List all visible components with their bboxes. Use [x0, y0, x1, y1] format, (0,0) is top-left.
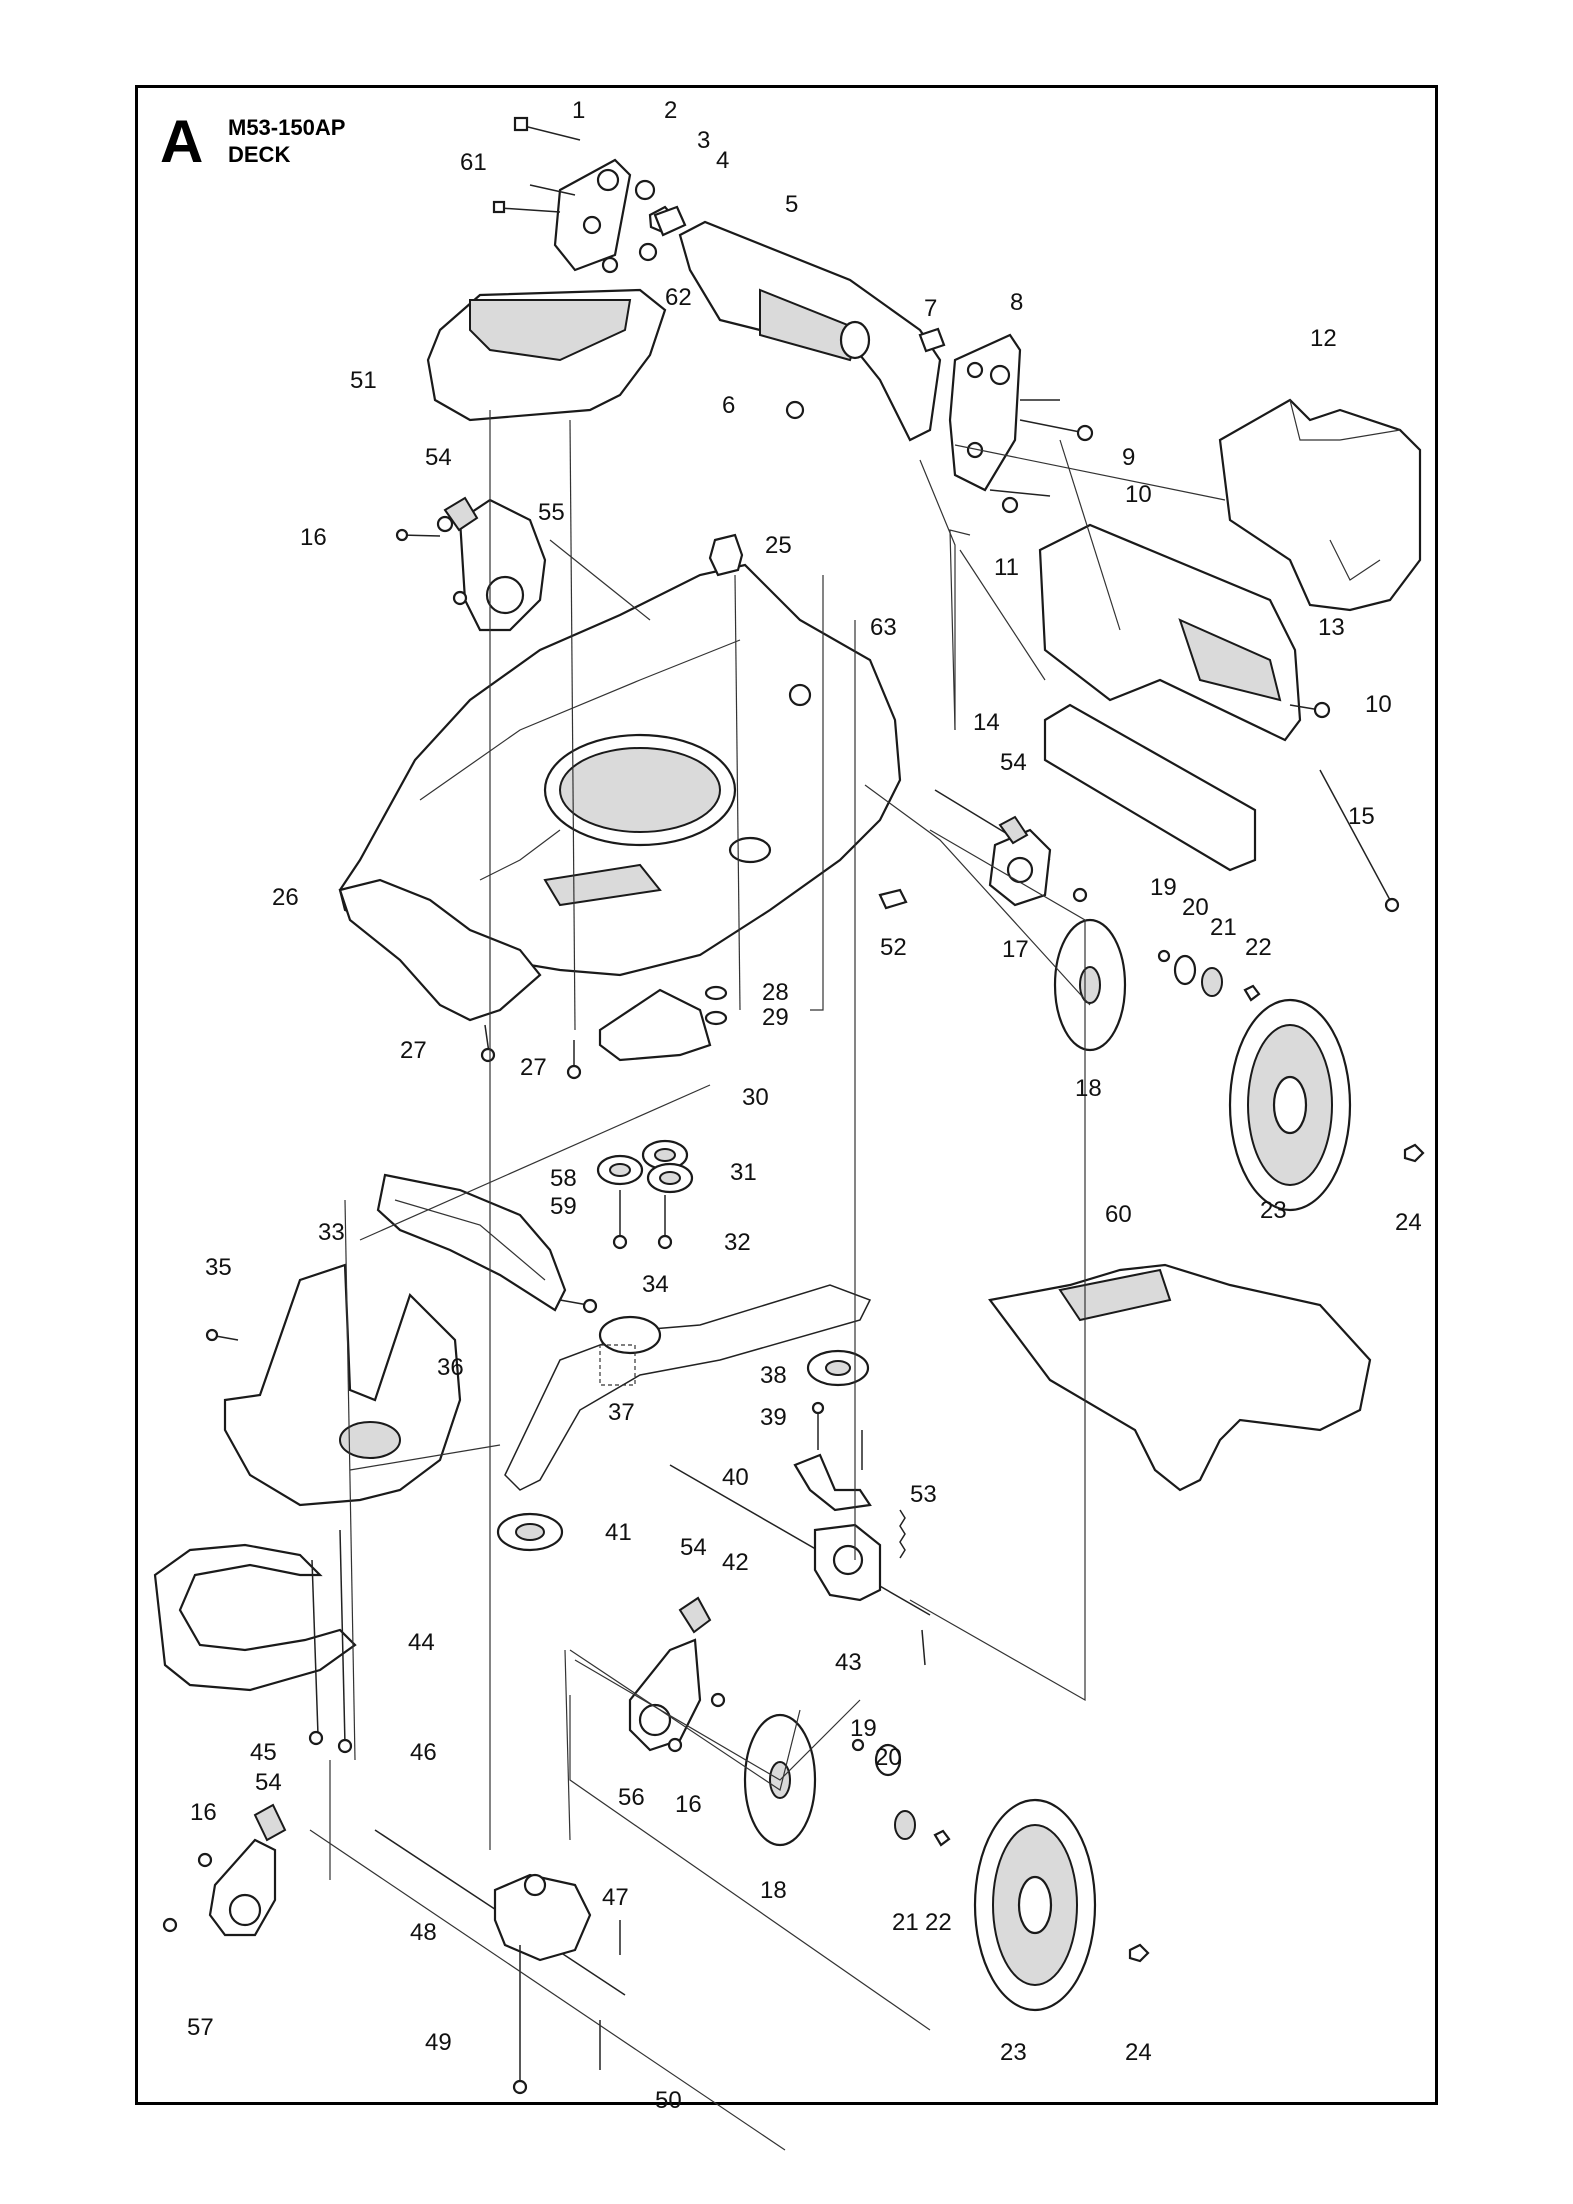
- callout-10: 10: [1125, 481, 1152, 508]
- callout-20: 20: [1182, 894, 1209, 921]
- group-title: DECK: [228, 142, 290, 167]
- callout-5: 5: [785, 191, 798, 218]
- callout-21: 21: [1210, 914, 1237, 941]
- callout-54: 54: [425, 444, 452, 471]
- callout-17: 17: [1002, 936, 1029, 963]
- callout-23: 23: [1260, 1197, 1287, 1224]
- handle-bracket-left: [553, 158, 632, 272]
- callout-31: 31: [730, 1159, 757, 1186]
- parts-art: [153, 116, 1425, 2151]
- callout-43: 43: [835, 1649, 862, 1676]
- belt-guide-bracket: [793, 1453, 872, 1512]
- callout-30: 30: [742, 1084, 769, 1111]
- callout-7: 7: [924, 295, 937, 322]
- callout-37: 37: [608, 1399, 635, 1426]
- callout-13: 13: [1318, 614, 1345, 641]
- callout-56: 56: [618, 1784, 645, 1811]
- callout-47: 47: [602, 1884, 629, 1911]
- callout-27: 27: [520, 1054, 547, 1081]
- callout-33: 33: [318, 1219, 345, 1246]
- model-title: M53-150AP: [228, 115, 345, 140]
- callout-18: 18: [760, 1877, 787, 1904]
- callout-16: 16: [300, 524, 327, 551]
- callout-32: 32: [724, 1229, 751, 1256]
- callout-26: 26: [272, 884, 299, 911]
- callout-22: 22: [1245, 934, 1272, 961]
- callout-52: 52: [880, 934, 907, 961]
- callout-8: 8: [1010, 289, 1023, 316]
- callout-2: 2: [664, 97, 677, 124]
- callout-11: 11: [994, 554, 1019, 581]
- callout-41: 41: [605, 1519, 632, 1546]
- callout-10: 10: [1365, 691, 1392, 718]
- callout-20: 20: [875, 1744, 902, 1771]
- callout-15: 15: [1348, 803, 1375, 830]
- callout-60: 60: [1105, 1201, 1132, 1228]
- callout-19: 19: [1150, 874, 1177, 901]
- callout-12: 12: [1310, 325, 1337, 352]
- clip: [878, 888, 908, 910]
- gearbox-front: [493, 1873, 592, 1962]
- page-border: [135, 85, 1438, 2105]
- callout-38: 38: [760, 1362, 787, 1389]
- callout-22: 22: [925, 1909, 952, 1936]
- callout-36: 36: [437, 1354, 464, 1381]
- callout-29: 29: [762, 1004, 789, 1031]
- callout-57: 57: [187, 2014, 214, 2041]
- knob: [708, 533, 744, 577]
- discharge-chute: [223, 1263, 462, 1507]
- callout-23: 23: [1000, 2039, 1027, 2066]
- callout-25: 25: [765, 532, 792, 559]
- callout-19: 19: [850, 1715, 877, 1742]
- handle-bracket-right: [948, 333, 1022, 492]
- callout-9: 9: [1122, 444, 1135, 471]
- callout-58: 58: [550, 1165, 577, 1192]
- pulley-bracket: [598, 988, 712, 1062]
- callout-49: 49: [425, 2029, 452, 2056]
- callout-16: 16: [675, 1791, 702, 1818]
- front-skirt: [376, 1173, 567, 1312]
- callout-3: 3: [697, 127, 710, 154]
- callout-53: 53: [910, 1481, 937, 1508]
- callout-46: 46: [410, 1739, 437, 1766]
- callout-34: 34: [642, 1271, 669, 1298]
- callout-54: 54: [1000, 749, 1027, 776]
- callout-44: 44: [408, 1629, 435, 1656]
- height-adjuster-right: [628, 1638, 702, 1752]
- callout-54: 54: [680, 1534, 707, 1561]
- grass-bag: [1218, 398, 1422, 612]
- callout-28: 28: [762, 979, 789, 1006]
- callout-18: 18: [1075, 1075, 1102, 1102]
- callout-14: 14: [973, 709, 1000, 736]
- callout-6: 6: [722, 392, 735, 419]
- rear-flap: [1043, 703, 1257, 872]
- callout-51: 51: [350, 367, 377, 394]
- deflector: [153, 1543, 357, 1692]
- callout-1: 1: [572, 97, 585, 124]
- callout-24: 24: [1125, 2039, 1152, 2066]
- callout-42: 42: [722, 1549, 749, 1576]
- callout-54: 54: [255, 1769, 282, 1796]
- callout-48: 48: [410, 1919, 437, 1946]
- callout-61: 61: [460, 149, 487, 176]
- section-letter: A: [160, 108, 203, 175]
- callout-35: 35: [205, 1254, 232, 1281]
- mulch-plug: [988, 1263, 1372, 1492]
- callout-40: 40: [722, 1464, 749, 1491]
- bag-frame: [1038, 523, 1302, 742]
- callout-62: 62: [665, 284, 692, 311]
- callout-45: 45: [250, 1739, 277, 1766]
- callout-16: 16: [190, 1799, 217, 1826]
- callout-21: 21: [892, 1909, 919, 1936]
- callout-50: 50: [655, 2087, 682, 2114]
- callout-59: 59: [550, 1193, 577, 1220]
- callout-24: 24: [1395, 1209, 1422, 1236]
- callout-63: 63: [870, 614, 897, 641]
- callout-55: 55: [538, 499, 565, 526]
- callout-4: 4: [716, 147, 729, 174]
- callout-27: 27: [400, 1037, 427, 1064]
- callout-39: 39: [760, 1404, 787, 1431]
